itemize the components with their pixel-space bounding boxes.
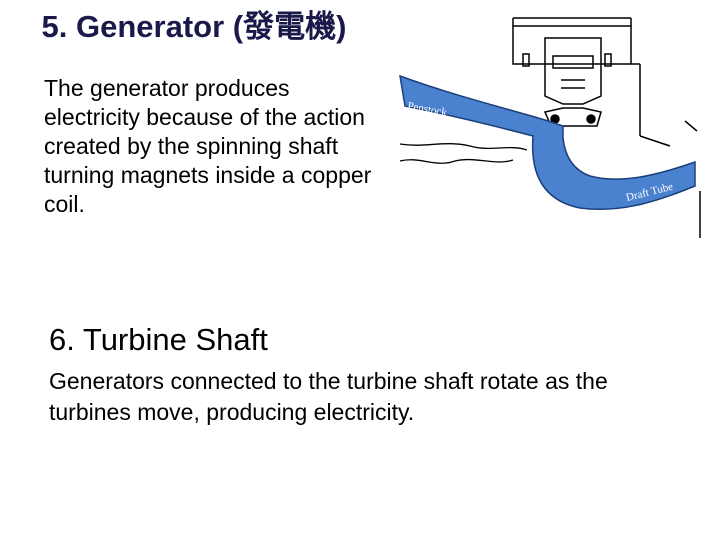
water-flow	[399, 74, 696, 210]
section-5-title: 5. Generator (發電機)	[41, 9, 347, 44]
ground-lines	[399, 143, 528, 164]
powerhouse-outline	[512, 17, 701, 238]
hydro-dam-diagram: Penstock Draft Tube	[399, 17, 701, 238]
section-6-body: Generators connected to the turbine shaf…	[49, 368, 608, 425]
section-5-body: The generator produces electricity becau…	[44, 75, 372, 217]
section-6-title: 6. Turbine Shaft	[49, 322, 268, 357]
